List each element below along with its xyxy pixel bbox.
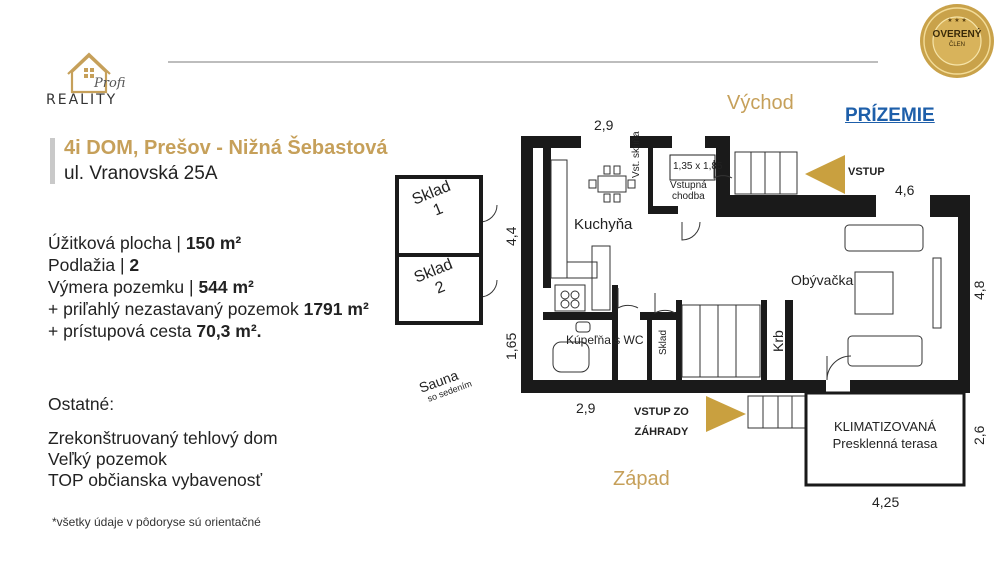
other-item: Zrekonštruovaný tehlový dom (48, 428, 278, 448)
facts-list: Úžitková plocha | 150 m² Podlažia | 2 Vý… (48, 232, 369, 342)
room-obyvacka: Obývačka (791, 272, 854, 288)
direction-east: Východ (727, 92, 794, 114)
dim-top: 2,9 (594, 117, 614, 133)
fact-row: + prístupová cesta 70,3 m². (48, 321, 262, 341)
fact-row: Výmera pozemku | 544 m² (48, 277, 254, 297)
other-list: Zrekonštruovaný tehlový dom Veľký pozemo… (48, 428, 278, 491)
svg-text:★ ★ ★: ★ ★ ★ (947, 17, 966, 24)
room-vstupna-chodba: Vstupná chodba (670, 180, 707, 202)
other-heading: Ostatné: (48, 394, 115, 414)
garden-arrow (706, 396, 746, 432)
room-kupelna: Kúpeľňa s WC (566, 333, 644, 347)
room-terasa: KLIMATIZOVANÁ Presklenná terasa (832, 419, 938, 451)
header-divider (168, 61, 878, 63)
direction-west: Západ (613, 468, 670, 490)
dim-right-top: 4,6 (895, 182, 915, 198)
closet-dims: 1,35 x 1,85 (673, 161, 723, 172)
badge-sub: ČLEN (948, 42, 965, 48)
title-accent-bar (50, 138, 55, 184)
fact-row: + priľahlý nezastavaný pozemok 1791 m² (48, 299, 369, 319)
room-kuchyna: Kuchyňa (574, 216, 633, 233)
footnote: *všetky údaje v pôdoryse sú orientačné (52, 515, 261, 529)
dim-bottom-left: 2,9 (576, 400, 596, 416)
listing-address: ul. Vranovská 25A (64, 163, 218, 184)
dim-left-upper: 4,4 (503, 226, 519, 246)
garden-entrance-label: VSTUP ZO ZÁHRADY (634, 406, 689, 438)
dim-terrace-bottom: 4,25 (872, 494, 900, 510)
dim-left-lower: 1,65 (503, 332, 519, 360)
company-logo: Profi REALITY (44, 40, 144, 110)
floor-label: PRÍZEMIE (845, 105, 935, 126)
fireplace-label: Krb (770, 330, 786, 352)
vstup-arrow (805, 155, 845, 194)
badge-label: OVERENÝ (932, 29, 982, 40)
logo-script: Profi (94, 76, 126, 91)
dim-right: 4,8 (971, 280, 987, 300)
verified-member-badge: ★ ★ ★ OVERENÝ ČLEN (918, 2, 996, 80)
house-outline-icon (67, 52, 111, 94)
listing-title: 4i DOM, Prešov - Nižná Šebastová (64, 137, 388, 159)
other-item: TOP občianska vybavenosť (48, 470, 263, 490)
logo-wordmark: REALITY (46, 92, 118, 108)
fact-row: Podlažia | 2 (48, 255, 140, 275)
other-item: Veľký pozemok (48, 449, 167, 469)
room-vst-skrina: Vst. skriňa (631, 131, 642, 178)
fact-row: Úžitková plocha | 150 m² (48, 233, 242, 253)
entrance-label: VSTUP (848, 166, 885, 178)
room-sklad-small: Sklad (658, 329, 669, 355)
dim-terrace-right: 2,6 (971, 425, 987, 445)
